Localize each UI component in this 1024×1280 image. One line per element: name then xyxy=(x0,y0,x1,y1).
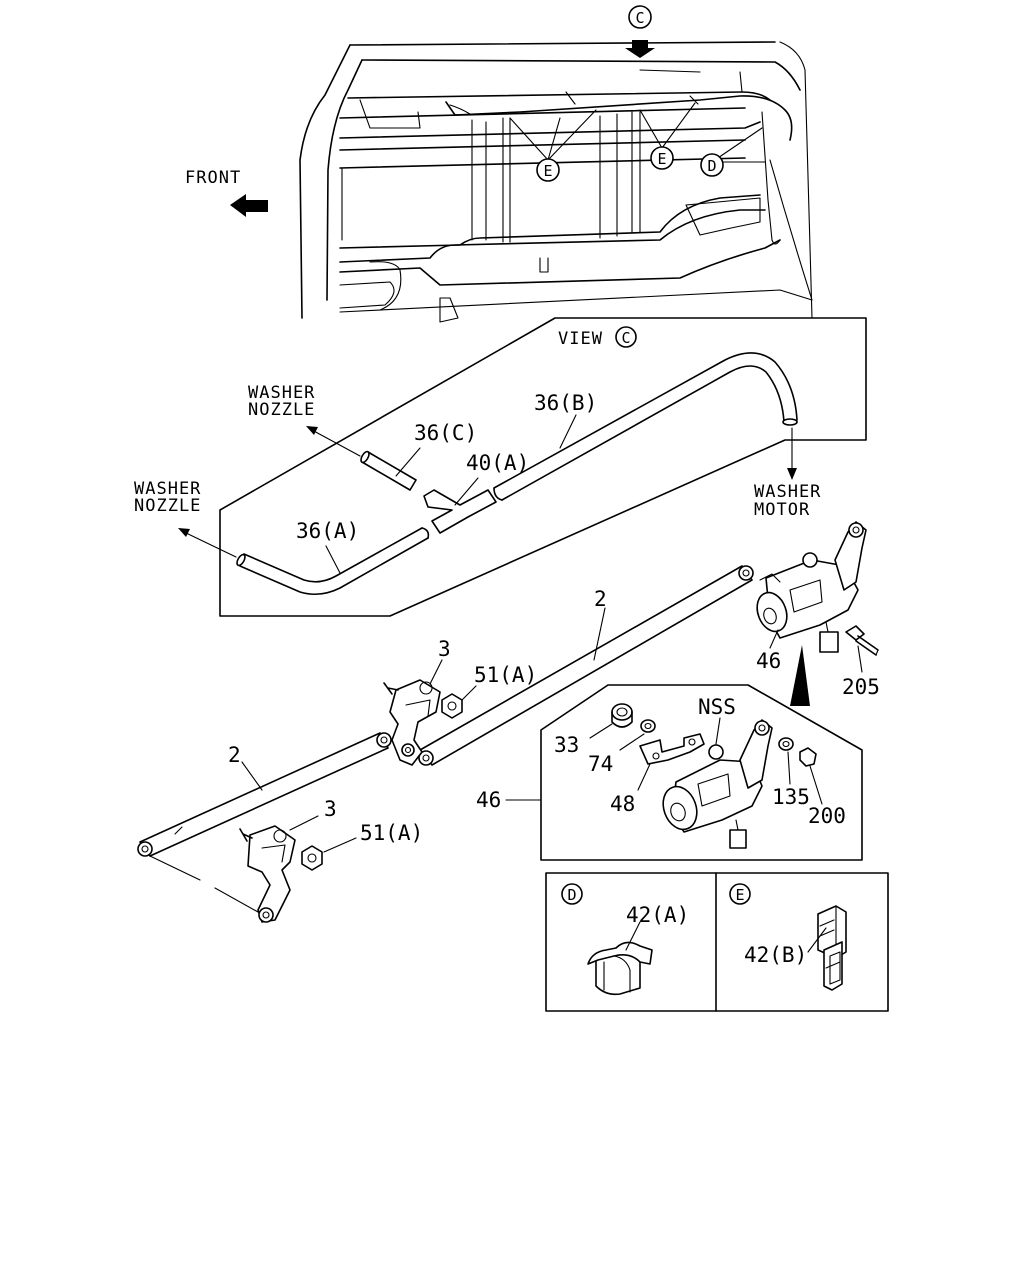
leader-2-upper xyxy=(593,607,606,661)
washer-nozzle-lower-label-1: WASHER xyxy=(134,479,201,499)
part-48-label: 48 xyxy=(610,792,635,816)
collar-33 xyxy=(611,703,633,728)
leader-135 xyxy=(787,751,791,785)
washer-nozzle-lower-label-2: NOZZLE xyxy=(134,496,201,516)
leader-46-motor xyxy=(769,629,779,649)
leader-42a xyxy=(625,921,641,951)
part-51a-upper-label: 51(A) xyxy=(474,663,537,687)
part-36c-label: 36(C) xyxy=(414,421,477,445)
hose-36b xyxy=(493,352,798,501)
wiper-pivot-3-lower xyxy=(239,825,296,923)
callout-e-1-label: E xyxy=(543,162,552,180)
t-connector-40a xyxy=(423,489,497,534)
bolt-205 xyxy=(845,625,879,656)
callout-e-2-circle xyxy=(650,146,674,170)
hose-36a xyxy=(236,527,430,596)
part-42b-label: 42(B) xyxy=(744,943,807,967)
vehicle-panel-illustration xyxy=(299,41,813,323)
front-label: FRONT xyxy=(185,168,241,188)
view-c-marker-label: C xyxy=(635,9,644,27)
nut-51a-upper xyxy=(441,693,463,719)
washer-nozzle-upper-label-1: WASHER xyxy=(248,383,315,403)
part-40a-label: 40(A) xyxy=(466,451,529,475)
part-3-upper-label: 3 xyxy=(438,637,451,661)
washer-nozzle-lower-arrow-icon xyxy=(178,528,190,537)
washer-motor-arrow-icon xyxy=(787,468,797,480)
clip-detail-frame xyxy=(545,872,889,1012)
leader-42b xyxy=(807,927,827,953)
leader-3-upper xyxy=(429,659,443,685)
callout-d-label: D xyxy=(707,157,716,175)
part-135-label: 135 xyxy=(772,785,810,809)
washer-nozzle-upper-arrow-icon xyxy=(306,426,318,435)
part-46-motor-label: 46 xyxy=(756,649,781,673)
callout-d-circle xyxy=(700,153,724,177)
nut-51a-lower xyxy=(301,845,323,871)
leader-nss xyxy=(715,717,721,745)
view-c-title: VIEW xyxy=(558,329,603,349)
motor-detail-frame xyxy=(540,684,863,861)
view-c-title-circle-label: C xyxy=(621,329,630,347)
washer-74 xyxy=(640,719,656,733)
part-36b-label: 36(B) xyxy=(534,391,597,415)
detail-pointer-wedge xyxy=(790,645,810,706)
nss-label: NSS xyxy=(698,695,736,719)
view-c-frame xyxy=(219,317,867,617)
part-33-label: 33 xyxy=(554,733,579,757)
part-46-detail-label: 46 xyxy=(476,788,501,812)
callout-e-2-label: E xyxy=(657,150,666,168)
link-centerline-2 xyxy=(214,887,259,913)
link-centerline-1 xyxy=(149,855,201,881)
part-200-label: 200 xyxy=(808,804,846,828)
detail-d-circle xyxy=(561,883,583,905)
part-2-upper-label: 2 xyxy=(594,587,607,611)
detail-e-label: E xyxy=(735,886,744,904)
leader-205 xyxy=(857,645,863,673)
hose-36c xyxy=(360,450,417,491)
view-c-marker-circle xyxy=(628,5,652,29)
part-2-lower-label: 2 xyxy=(228,743,241,767)
leader-51a-lower xyxy=(323,837,357,853)
part-3-lower-label: 3 xyxy=(324,797,337,821)
view-c-arrow-icon xyxy=(625,40,655,58)
bracket-48 xyxy=(639,733,705,765)
leader-74 xyxy=(619,733,645,751)
leader-33 xyxy=(589,723,613,739)
part-42a-label: 42(A) xyxy=(626,903,689,927)
wiper-pivot-3-upper xyxy=(383,679,441,766)
leader-2-lower xyxy=(241,761,263,791)
nut-200 xyxy=(799,747,817,767)
detail-d-label: D xyxy=(567,886,576,904)
part-51a-lower-label: 51(A) xyxy=(360,821,423,845)
part-36a-label: 36(A) xyxy=(296,519,359,543)
washer-nozzle-upper-leader xyxy=(311,429,361,457)
front-arrow-icon xyxy=(230,194,268,217)
leader-48 xyxy=(637,763,651,791)
part-205-label: 205 xyxy=(842,675,880,699)
leader-200 xyxy=(809,765,823,805)
leader-36b xyxy=(559,414,577,449)
leader-36c xyxy=(395,447,421,477)
washer-nozzle-lower-leader xyxy=(183,531,237,558)
washer-motor-label-1: WASHER xyxy=(754,482,821,502)
callout-e-1-circle xyxy=(536,158,560,182)
washer-nozzle-upper-label-2: NOZZLE xyxy=(248,400,315,420)
leader-40a xyxy=(454,477,479,506)
link-rod-2-lower xyxy=(137,732,392,857)
detail-e-circle xyxy=(729,883,751,905)
washer-135 xyxy=(778,737,794,751)
wiper-motor-46-detail xyxy=(662,719,773,849)
clip-42a xyxy=(587,941,653,996)
link-rod-2-upper xyxy=(418,565,754,766)
washer-motor-label-2: MOTOR xyxy=(754,500,810,520)
leader-51a-upper xyxy=(461,685,477,701)
leader-3-lower xyxy=(289,815,319,831)
view-c-title-circle xyxy=(615,326,637,348)
clip-42b xyxy=(817,905,847,991)
part-74-label: 74 xyxy=(588,752,613,776)
wiper-motor-46 xyxy=(756,521,867,653)
leader-36a xyxy=(325,545,341,574)
